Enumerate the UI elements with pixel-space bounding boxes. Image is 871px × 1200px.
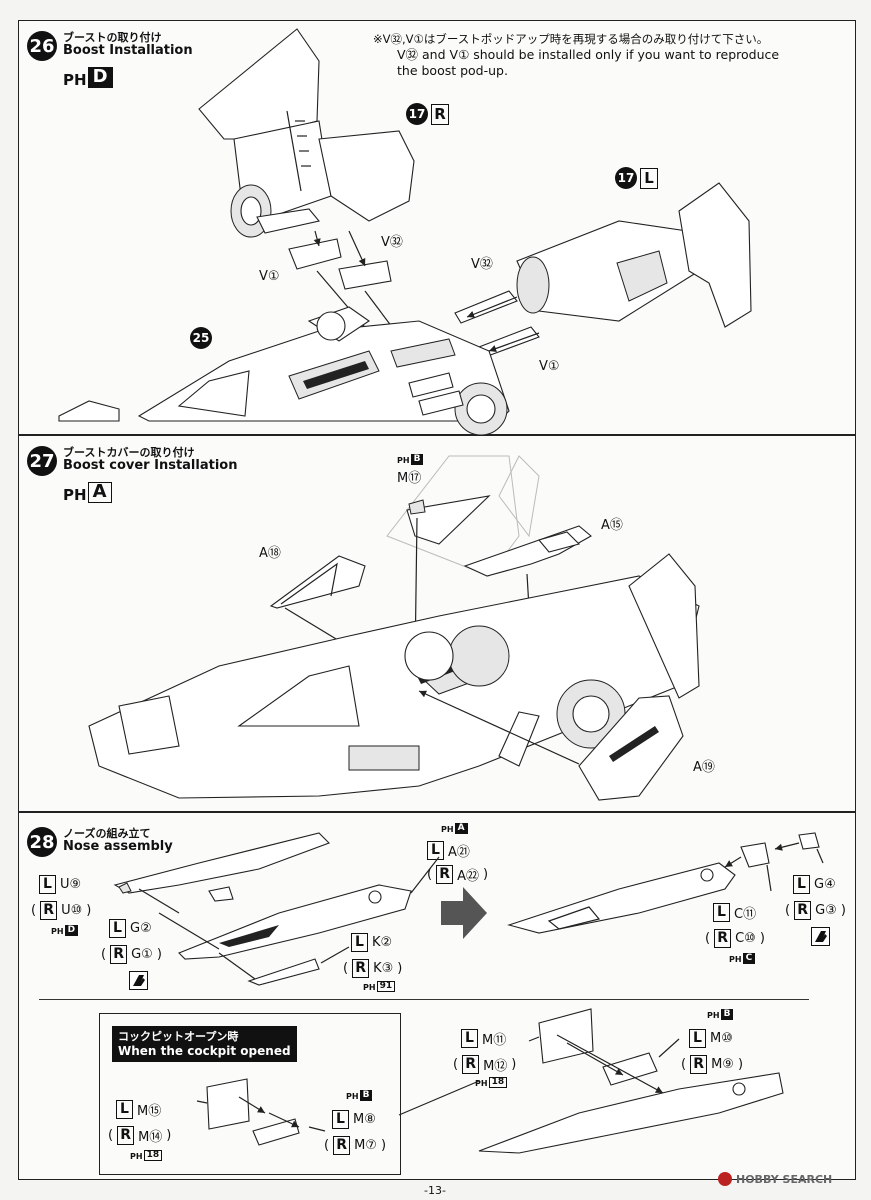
step-27-panel: 27 ブーストカバーの取り付け Boost cover Installation… (18, 435, 856, 812)
step-title-jp: ブーストカバーの取り付け (63, 446, 195, 459)
label-v1-right: V① (539, 359, 560, 374)
label-a19: A⑲ (693, 760, 715, 775)
step-title-en: Nose assembly (63, 839, 173, 854)
pod-v32-left (338, 260, 392, 290)
step-title-en: Boost Installation (63, 43, 193, 58)
page-number: -13- (424, 1184, 446, 1197)
label-m17: M⑰ (397, 471, 422, 486)
marker-tool-icon (129, 971, 148, 990)
label-v1-left: V① (259, 269, 280, 284)
part-m8 (252, 1118, 300, 1146)
booster-left-part (516, 182, 752, 328)
label-a15: A⑮ (601, 518, 623, 533)
part-m15 (206, 1078, 250, 1130)
cockpit-open-badge: コックピットオープン時 When the cockpit opened (112, 1026, 297, 1062)
label-v32-left: V㉜ (381, 235, 403, 250)
part-small (208, 886, 234, 902)
watermark: HOBBY SEARCH (718, 1172, 832, 1186)
nose-lower (478, 1072, 784, 1154)
label-v32-right: V㉜ (471, 257, 493, 272)
step-28-illustration (113, 832, 824, 1154)
part-m10 (602, 1052, 658, 1086)
part-a15 (463, 525, 592, 577)
marker-tool-icon (811, 927, 830, 946)
part-u9 (113, 832, 330, 894)
step-title-jp: ノーズの組み立て (63, 827, 151, 840)
next-arrow (441, 887, 487, 939)
watermark-logo-icon (718, 1172, 732, 1186)
main-body-part (88, 553, 700, 799)
pod-v1-left (288, 238, 342, 270)
part-g4 (798, 832, 820, 850)
boost-pod-note: ※V㉜,V①はブーストポッドアップ時を再現する場合のみ取り付けて下さい。 V㉜ … (373, 32, 780, 78)
booster-right-part (198, 28, 415, 238)
main-body-part (58, 306, 510, 436)
part-k2 (247, 958, 320, 986)
step-number: 28 (27, 827, 57, 857)
part-a18 (269, 555, 366, 609)
step-27-illustration (88, 455, 700, 801)
step-title-en: Boost cover Installation (63, 458, 238, 473)
part-m11 (538, 1008, 594, 1064)
label-a18: A⑱ (259, 546, 281, 561)
part-c11 (740, 842, 770, 868)
part-ref-25: 25 (190, 327, 212, 349)
pod-v32-right (454, 290, 518, 324)
section-divider (39, 999, 809, 1000)
step-title-jp: ブーストの取り付け (63, 31, 162, 44)
step-26-illustration (58, 28, 752, 436)
part-m17 (406, 495, 491, 545)
step-number: 26 (27, 31, 57, 61)
step-number: 27 (27, 446, 57, 476)
